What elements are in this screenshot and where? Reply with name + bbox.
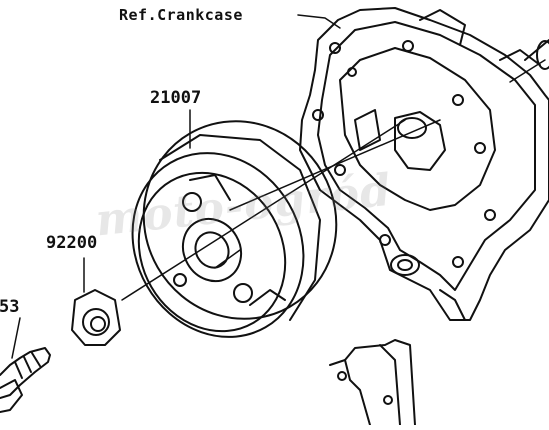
ref-crankcase-label: Ref.Crankcase <box>119 6 243 24</box>
part-number-21007-label: 21007 <box>150 88 202 108</box>
bracket <box>329 339 416 426</box>
leader-lines <box>11 14 546 359</box>
crankcase-cover <box>299 7 549 321</box>
part-number-53-label: 53 <box>0 297 20 317</box>
washer-92200 <box>71 289 121 346</box>
part-number-92200-label: 92200 <box>46 233 98 253</box>
bolt <box>0 347 51 413</box>
